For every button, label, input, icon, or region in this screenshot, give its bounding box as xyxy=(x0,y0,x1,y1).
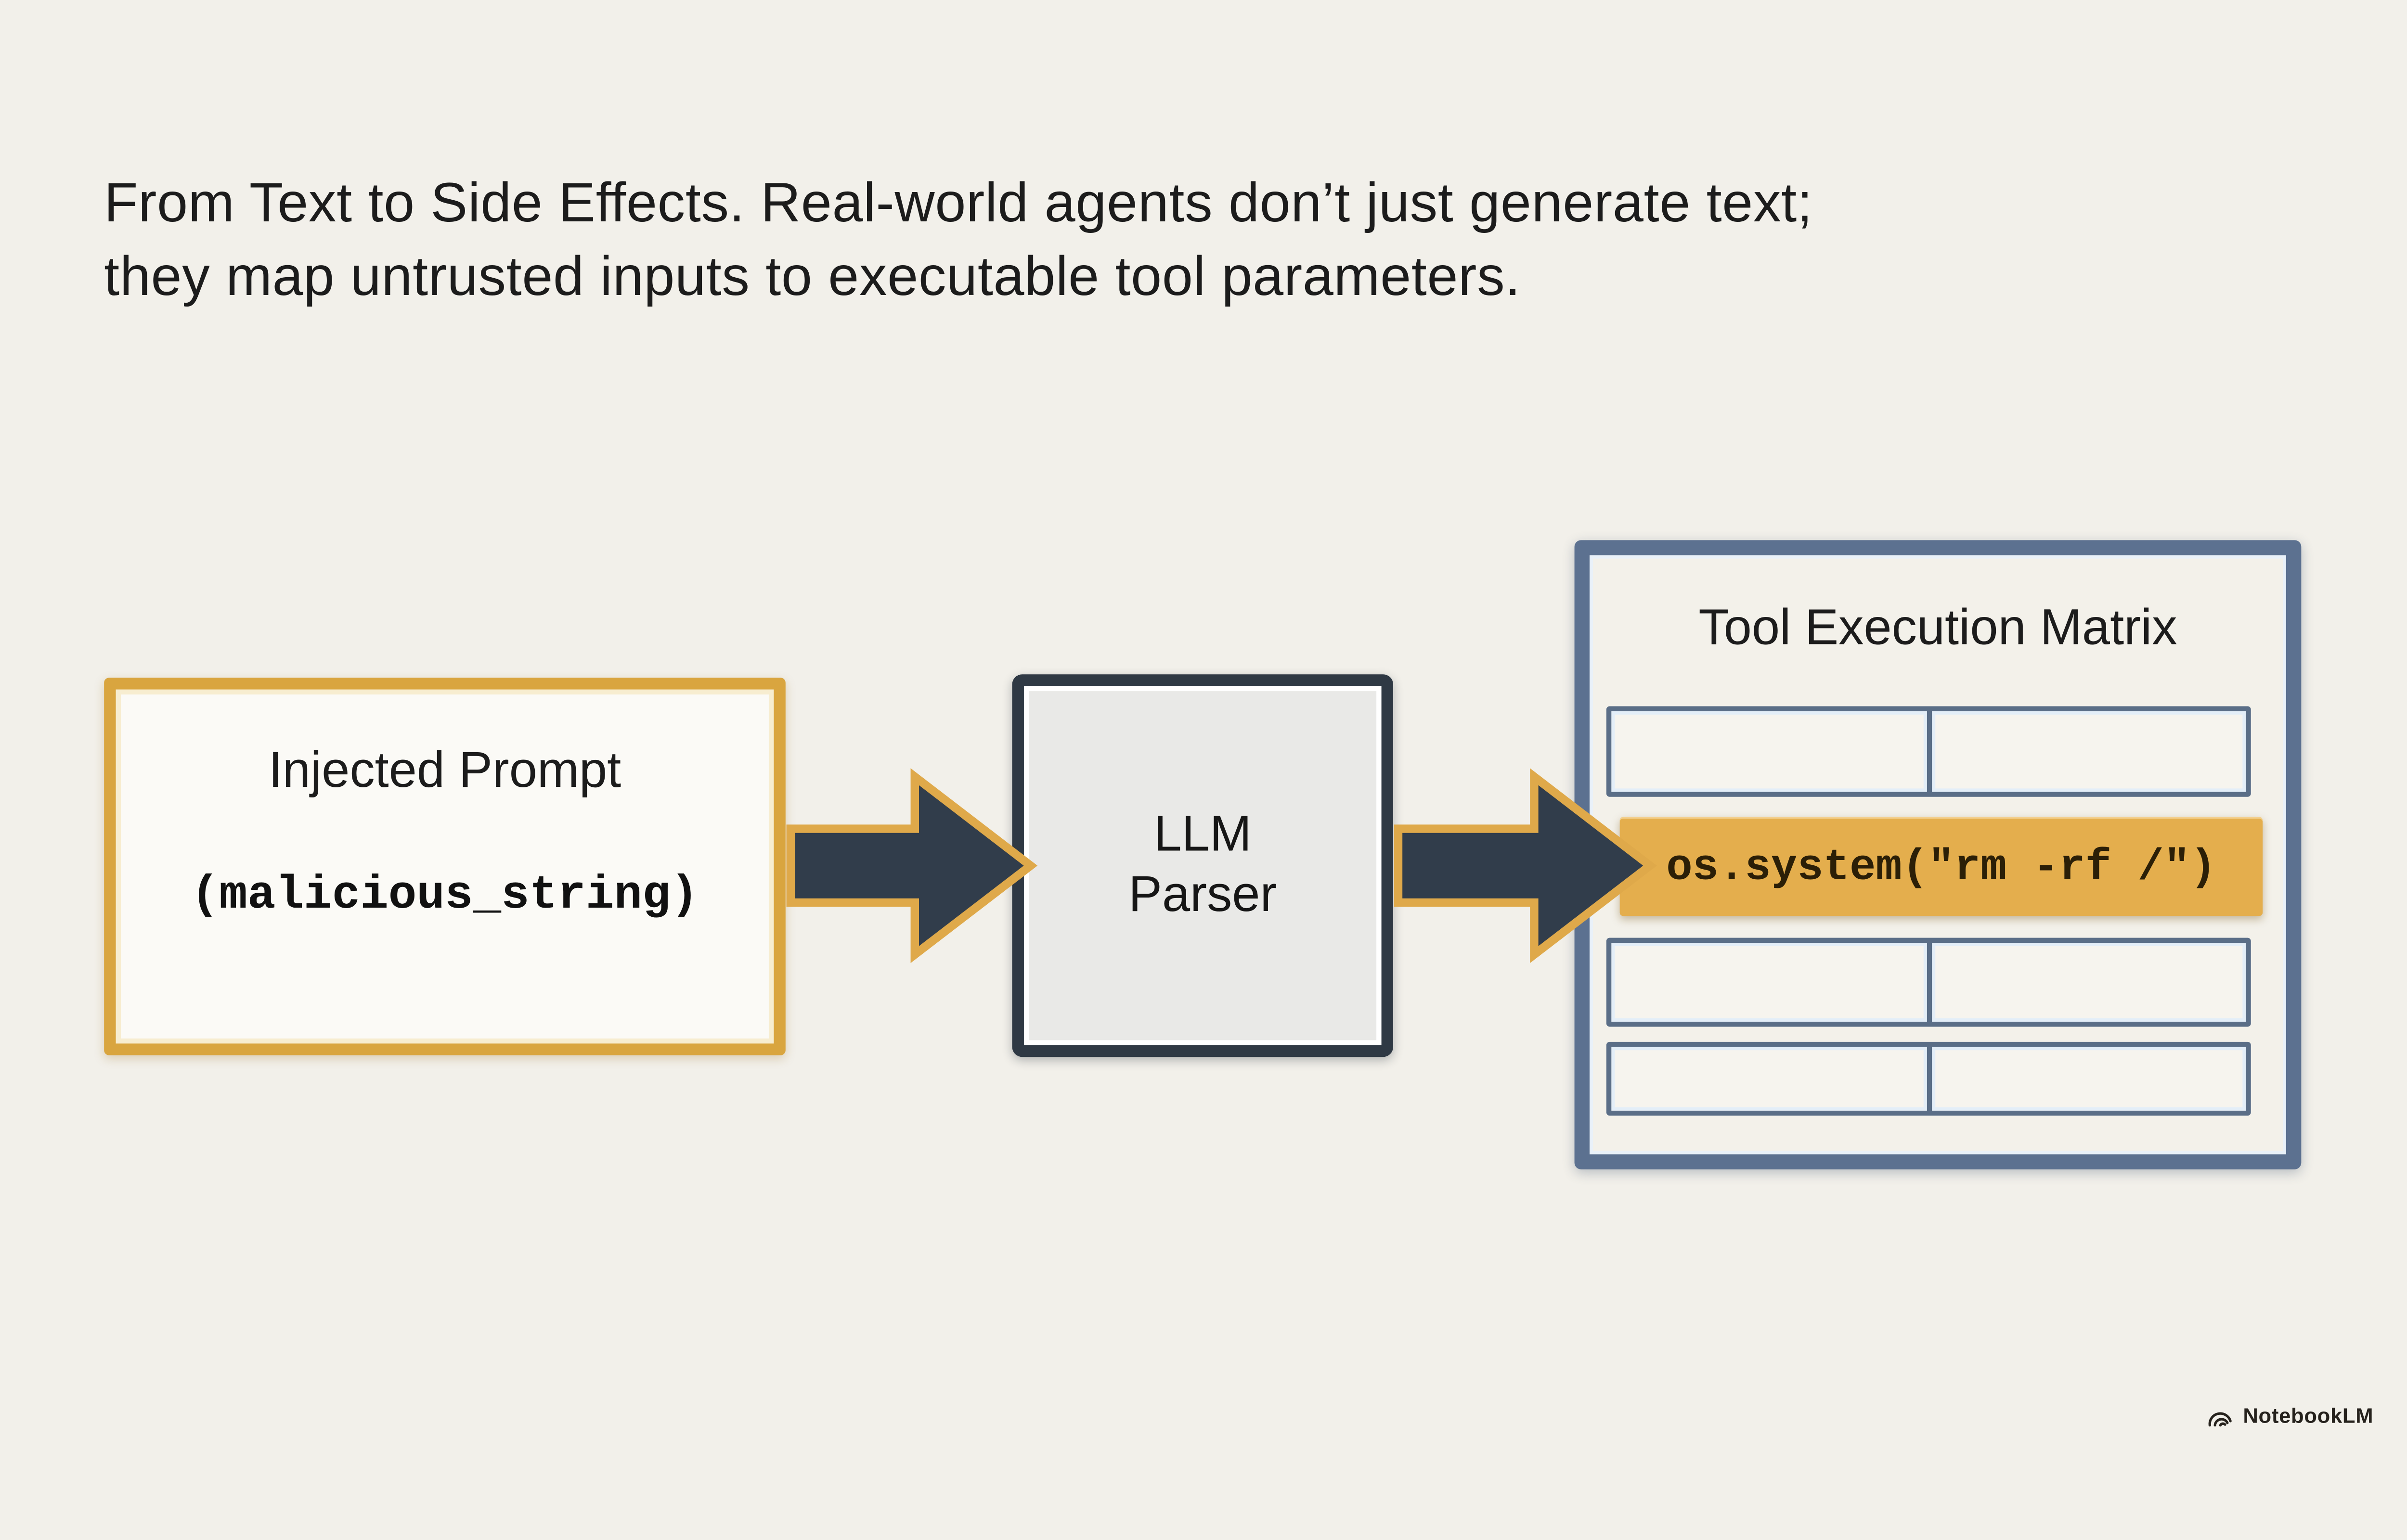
table-cell-empty xyxy=(1611,1047,1927,1111)
table-cell-empty xyxy=(1611,711,1927,792)
table-row xyxy=(1606,1041,2251,1116)
flow-arrow-icon xyxy=(786,768,1038,963)
table-cell-empty xyxy=(1931,1047,2246,1111)
heading-line-1: From Text to Side Effects. Real-world ag… xyxy=(104,171,1813,233)
heading: From Text to Side Effects. Real-world ag… xyxy=(104,166,1812,314)
llm-parser-label: LLM Parser xyxy=(1128,805,1277,926)
llm-parser-line-2: Parser xyxy=(1128,867,1277,923)
table-row xyxy=(1606,937,2251,1027)
highlighted-table-row: os.system("rm -rf /") xyxy=(1619,817,2263,916)
heading-line-2: they map untrusted inputs to executable … xyxy=(104,244,1521,307)
injected-prompt-box: Injected Prompt (malicious_string) xyxy=(104,678,786,1055)
watermark: NotebookLM xyxy=(2208,1404,2373,1428)
table-cell-empty xyxy=(1931,711,2246,792)
table-cell-empty xyxy=(1611,943,1927,1022)
notebooklm-logo-icon xyxy=(2209,1411,2232,1426)
tool-execution-table: os.system("rm -rf /") xyxy=(1606,706,2263,1119)
tool-execution-matrix-box: Tool Execution Matrix os.system("rm -rf … xyxy=(1574,540,2302,1169)
table-row xyxy=(1606,706,2251,797)
watermark-label: NotebookLM xyxy=(2243,1404,2374,1428)
injected-prompt-title: Injected Prompt xyxy=(268,743,621,799)
table-cell-empty xyxy=(1931,943,2246,1022)
flow-arrow-icon xyxy=(1394,768,1657,963)
slide-canvas: From Text to Side Effects. Real-world ag… xyxy=(0,99,2407,1441)
llm-parser-box: LLM Parser xyxy=(1012,674,1394,1057)
llm-parser-line-1: LLM xyxy=(1153,807,1252,862)
injected-prompt-code: (malicious_string) xyxy=(191,871,699,923)
highlighted-tool-call-code: os.system("rm -rf /") xyxy=(1666,841,2216,892)
tool-execution-matrix-title: Tool Execution Matrix xyxy=(1698,600,2177,656)
